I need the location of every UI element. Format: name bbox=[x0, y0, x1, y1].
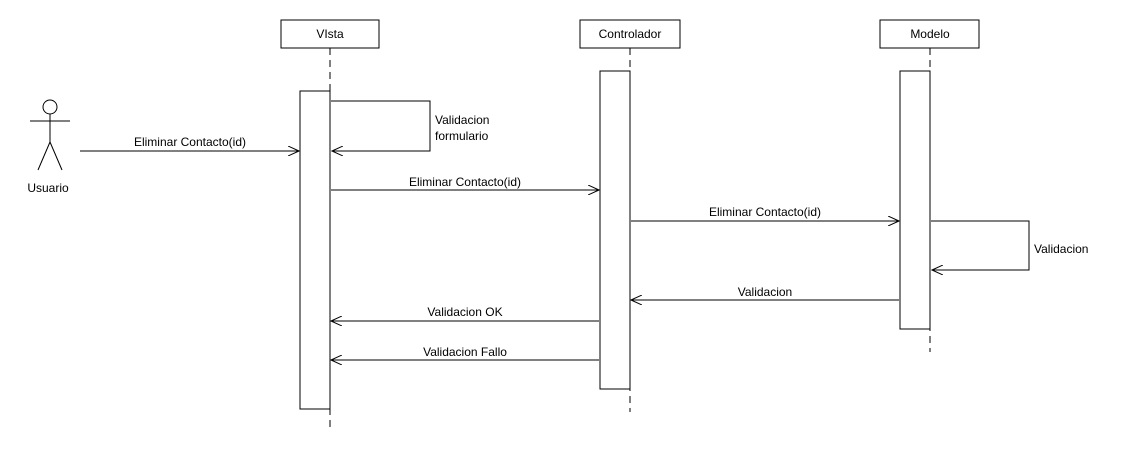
message-label: Eliminar Contacto(id) bbox=[409, 175, 521, 189]
message-label: Validacion Fallo bbox=[423, 345, 507, 359]
message-label: Validacion OK bbox=[427, 305, 502, 319]
message-label: Eliminar Contacto(id) bbox=[709, 205, 821, 219]
lifeline-vista-label: VIsta bbox=[316, 27, 344, 41]
message-label: Validacion bbox=[738, 285, 792, 299]
message-validacion-modelo-controlador: Validacion bbox=[631, 285, 899, 300]
self-message-label: Validacion bbox=[1034, 242, 1088, 256]
lifeline-controlador-label: Controlador bbox=[599, 27, 662, 41]
lifeline-vista: VIsta bbox=[280, 19, 380, 432]
lifeline-modelo-label: Modelo bbox=[910, 27, 950, 41]
actor-usuario: Usuario bbox=[27, 99, 70, 195]
self-message-label-line1: Validacion bbox=[435, 113, 489, 127]
actor-head bbox=[42, 99, 58, 115]
self-message-validacion-modelo: Validacion bbox=[931, 220, 1088, 270]
actor-label: Usuario bbox=[27, 181, 69, 195]
message-eliminar-contacto-usuario-vista: Eliminar Contacto(id) bbox=[80, 135, 299, 151]
lifeline-controlador: Controlador bbox=[579, 19, 681, 412]
activation-controlador bbox=[599, 70, 631, 390]
message-eliminar-contacto-vista-controlador: Eliminar Contacto(id) bbox=[331, 175, 599, 190]
message-label: Eliminar Contacto(id) bbox=[134, 135, 246, 149]
lifeline-modelo-box bbox=[879, 19, 980, 49]
lifeline-vista-box bbox=[280, 19, 380, 49]
self-message-label-line2: formulario bbox=[435, 129, 489, 143]
message-validacion-fallo: Validacion Fallo bbox=[331, 345, 599, 360]
lifeline-controlador-box bbox=[579, 19, 681, 49]
self-message-arrow bbox=[931, 220, 1030, 270]
message-validacion-ok: Validacion OK bbox=[331, 305, 599, 321]
activation-vista bbox=[299, 90, 331, 410]
message-eliminar-contacto-controlador-modelo: Eliminar Contacto(id) bbox=[631, 205, 899, 221]
actor-right-leg bbox=[49, 141, 63, 171]
activation-modelo bbox=[899, 70, 931, 330]
self-message-arrow bbox=[331, 100, 431, 151]
self-message-validacion-formulario: Validacion formulario bbox=[331, 100, 489, 151]
actor-left-leg bbox=[37, 141, 51, 171]
lifeline-modelo: Modelo bbox=[879, 19, 980, 352]
